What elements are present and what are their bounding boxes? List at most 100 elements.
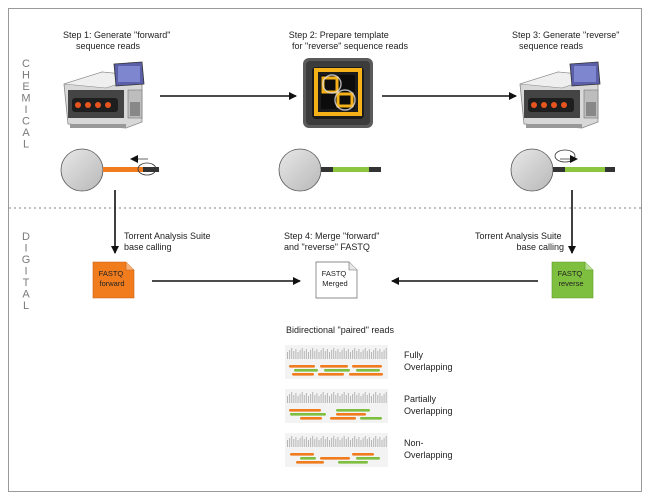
coverage-tick: [347, 393, 349, 403]
analysis-label-right: Torrent Analysis Suite base calling: [475, 231, 564, 252]
coverage-tick: [337, 437, 339, 447]
step4-title: Step 4: Merge "forward" and "reverse" FA…: [284, 231, 382, 252]
section-label-letter: C: [22, 116, 30, 128]
coverage-tick: [356, 351, 358, 359]
fastq-file-merged: FASTQ Merged: [315, 261, 358, 299]
coverage-tick: [335, 351, 337, 359]
coverage-tick: [297, 396, 299, 403]
reverse-read: [356, 369, 380, 372]
coverage-tick: [310, 350, 312, 359]
coverage-tick: [337, 349, 339, 359]
semiconductor-chip-icon: [303, 58, 373, 128]
template-bead-prepared: [278, 148, 381, 192]
coverage-tick: [343, 436, 345, 447]
coverage-tick: [293, 395, 295, 403]
forward-read: [296, 461, 324, 464]
fastq-file-reverse: FASTQ reverse: [551, 261, 594, 299]
coverage-tick: [368, 393, 370, 403]
coverage-tick: [373, 438, 375, 447]
coverage-tick: [383, 394, 385, 403]
coverage-tick: [297, 352, 299, 359]
forward-read: [349, 373, 383, 376]
coverage-tick: [324, 439, 326, 447]
coverage-tick: [324, 351, 326, 359]
svg-text:FASTQ forward: FASTQ forward: [99, 269, 126, 288]
coverage-tick: [368, 437, 370, 447]
coverage-tick: [366, 351, 368, 359]
coverage-tick: [356, 395, 358, 403]
coverage-tick: [373, 394, 375, 403]
coverage-tick: [291, 436, 293, 447]
paired-reads-title: Bidirectional "paired" reads: [286, 325, 394, 335]
coverage-tick: [335, 439, 337, 447]
coverage-tick: [352, 394, 354, 403]
forward-read: [289, 409, 321, 412]
coverage-tick: [318, 440, 320, 447]
coverage-tick: [371, 352, 372, 359]
coverage-tick: [347, 437, 349, 447]
section-label-letter: A: [22, 127, 30, 139]
coverage-tick: [366, 439, 368, 447]
coverage-tick: [312, 436, 314, 447]
coverage-tick: [289, 350, 291, 359]
coverage-tick: [320, 394, 322, 403]
section-label-letter: I: [24, 243, 27, 255]
coverage-tick: [364, 436, 366, 447]
coverage-tick: [287, 352, 288, 359]
coverage-tick: [375, 392, 377, 403]
forward-read: [320, 365, 348, 368]
coverage-tick: [312, 392, 314, 403]
coverage-tick: [316, 349, 318, 359]
coverage-tick: [333, 348, 335, 359]
coverage-tick: [308, 396, 309, 403]
coverage-tick: [293, 439, 295, 447]
step3-title: Step 3: Generate "reverse" sequence read…: [512, 30, 622, 51]
fastq-file-forward: FASTQ forward: [92, 261, 135, 299]
coverage-tick: [287, 396, 288, 403]
coverage-tick: [362, 350, 364, 359]
step1-title: Step 1: Generate "forward" sequence read…: [63, 30, 173, 51]
coverage-tick: [356, 439, 358, 447]
forward-read: [318, 373, 344, 376]
analysis-label-left: Torrent Analysis Suite base calling: [124, 231, 213, 252]
coverage-tick: [331, 350, 333, 359]
coverage-tick: [314, 395, 316, 403]
forward-read: [292, 373, 314, 376]
coverage-tick: [343, 392, 345, 403]
coverage-tick: [352, 438, 354, 447]
coverage-tick: [360, 440, 362, 447]
coverage-tick: [295, 437, 297, 447]
section-label-letter: I: [24, 104, 27, 116]
coverage-tick: [371, 440, 372, 447]
coverage-tick: [320, 438, 322, 447]
paired-panel-non-overlapping: [285, 433, 388, 467]
coverage-tick: [366, 395, 368, 403]
coverage-tick: [354, 436, 356, 447]
template-bead-reverse: [510, 148, 615, 192]
section-label-letter: M: [21, 93, 30, 105]
coverage-tick: [381, 396, 383, 403]
forward-read: [290, 453, 314, 456]
coverage-tick: [333, 436, 335, 447]
sequencer-machine-icon: [63, 61, 145, 129]
svg-text:FASTQ Merged: FASTQ Merged: [322, 269, 349, 288]
coverage-tick: [381, 440, 383, 447]
coverage-tick: [337, 393, 339, 403]
reverse-read: [294, 369, 318, 372]
coverage-tick: [347, 349, 349, 359]
paired-panel-fully-overlapping: [285, 345, 388, 379]
reverse-read: [360, 417, 382, 420]
coverage-tick: [295, 393, 297, 403]
coverage-tick: [322, 348, 324, 359]
coverage-tick: [333, 392, 335, 403]
label-non-overlapping: Non- Overlapping: [404, 438, 453, 460]
paired-panel-partially-overlapping: [285, 389, 388, 423]
coverage-tick: [364, 348, 366, 359]
coverage-tick: [308, 440, 309, 447]
coverage-tick: [331, 394, 333, 403]
forward-read: [320, 457, 350, 460]
outer-frame: [8, 8, 642, 492]
coverage-tick: [318, 352, 320, 359]
coverage-tick: [305, 437, 307, 447]
